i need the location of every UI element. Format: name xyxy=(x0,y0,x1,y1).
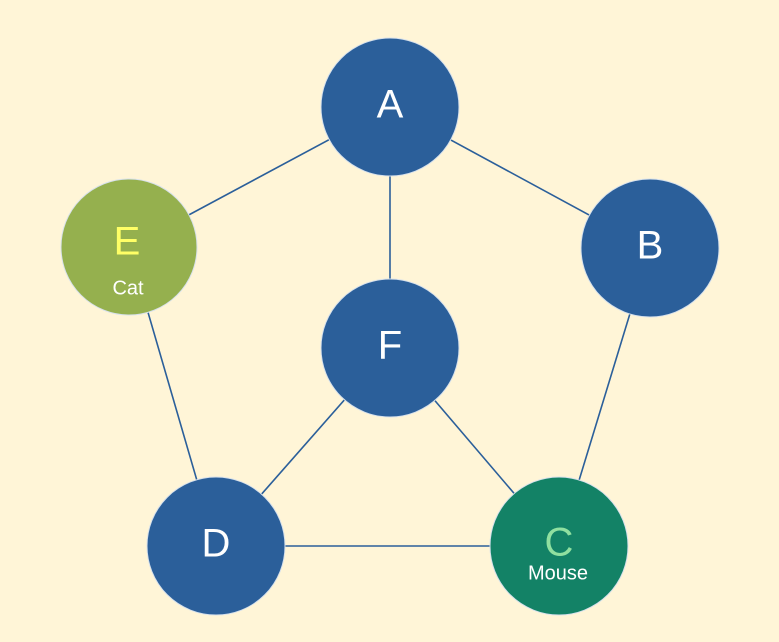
node-e-circle xyxy=(60,178,198,316)
node-d-circle xyxy=(146,476,286,616)
node-a-label: A xyxy=(377,83,404,127)
node-c-circle xyxy=(489,476,629,616)
node-c: C Mouse xyxy=(489,476,629,616)
node-b-label: B xyxy=(637,224,664,268)
node-e-sublabel: Cat xyxy=(112,277,144,299)
node-b-circle xyxy=(580,178,720,318)
node-d: D xyxy=(146,476,286,616)
node-d-label: D xyxy=(202,522,231,566)
node-e: E Cat xyxy=(60,178,198,316)
node-a: A xyxy=(320,37,460,177)
node-b: B xyxy=(580,178,720,318)
node-c-label: C xyxy=(545,521,574,565)
node-c-sublabel: Mouse xyxy=(528,562,588,584)
node-a-circle xyxy=(320,37,460,177)
node-f: F xyxy=(320,278,460,418)
node-f-circle xyxy=(320,278,460,418)
node-e-label: E xyxy=(114,220,141,264)
node-f-label: F xyxy=(378,324,402,368)
